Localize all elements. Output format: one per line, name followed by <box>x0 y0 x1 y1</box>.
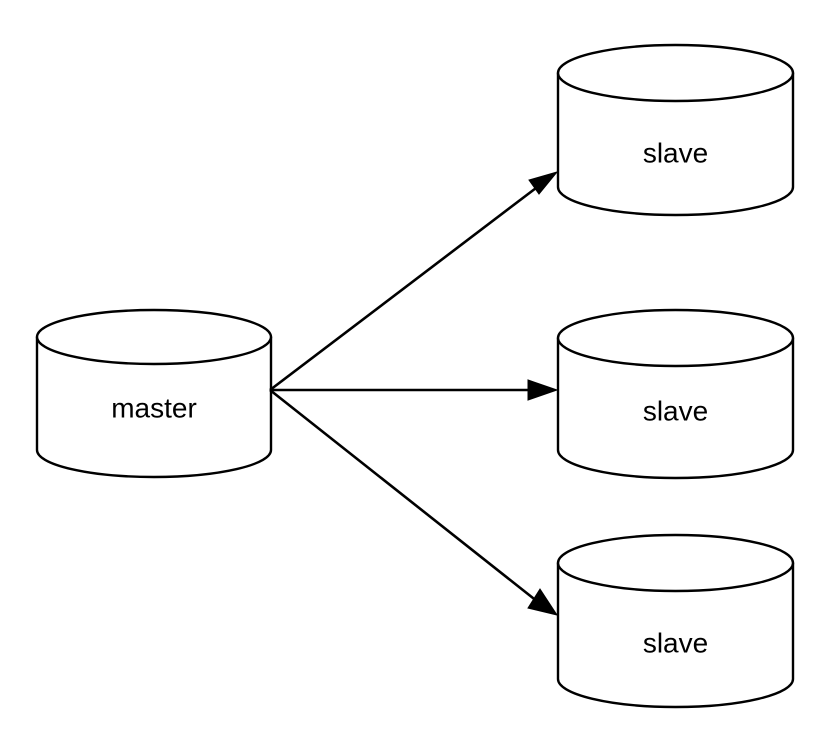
slave-3-cylinder-body <box>556 561 795 709</box>
node-slave-1[interactable]: slave <box>556 43 795 217</box>
slave-1-cylinder-body <box>556 71 795 217</box>
slave-2-label: slave <box>643 395 708 426</box>
edge-master-to-slave-3[interactable] <box>269 388 559 616</box>
node-master[interactable]: master <box>35 308 273 479</box>
node-slave-2[interactable]: slave <box>556 308 795 480</box>
master-cylinder-body <box>35 335 273 479</box>
edge-master-to-slave-1-line <box>269 183 541 392</box>
edge-master-to-slave-1-arrowhead <box>528 171 559 195</box>
slave-1-label: slave <box>643 137 708 168</box>
edge-master-to-slave-3-line <box>269 388 539 604</box>
master-cylinder-top <box>35 308 273 366</box>
edge-master-to-slave-2-arrowhead <box>527 379 559 401</box>
slave-3-label: slave <box>643 627 708 658</box>
edge-master-to-slave-3-arrowhead <box>527 588 559 616</box>
slave-3-cylinder-top <box>556 533 795 593</box>
slave-2-cylinder-body <box>556 336 795 480</box>
node-slave-3[interactable]: slave <box>556 533 795 709</box>
slave-2-cylinder-top <box>556 308 795 368</box>
master-label: master <box>111 392 197 423</box>
slave-1-cylinder-top <box>556 43 795 103</box>
edge-master-to-slave-1[interactable] <box>269 171 559 392</box>
edge-master-to-slave-2[interactable] <box>270 379 559 401</box>
